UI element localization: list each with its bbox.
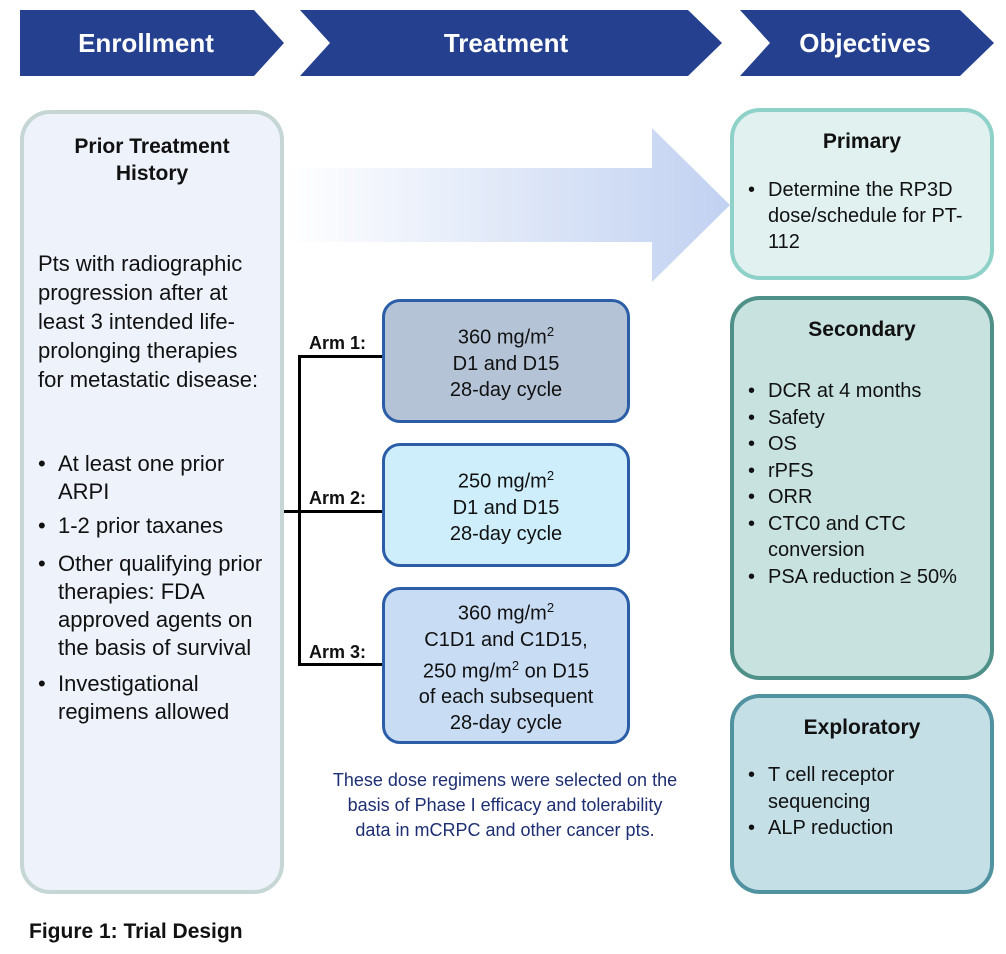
secondary-objective-item: DCR at 4 months	[748, 378, 976, 405]
enrollment-header-label: Enrollment	[78, 27, 214, 58]
primary-objective-list: Determine the RP3D dose/schedule for PT-…	[748, 177, 976, 255]
arm1-label: Arm 1:	[309, 333, 367, 353]
enrollment-criteria-list: At least one prior ARPI 1-2 prior taxane…	[38, 450, 274, 726]
secondary-title: Secondary	[808, 318, 916, 341]
arm1-schedule: D1 and D15	[452, 352, 560, 375]
secondary-objective-panel: Secondary DCR at 4 months Safety OS rPFS…	[730, 296, 994, 680]
arm2-schedule: D1 and D15	[452, 496, 560, 519]
enrollment-criterion: 1-2 prior taxanes	[38, 512, 274, 540]
arm3-dose: 360 mg/m2	[457, 599, 555, 625]
exploratory-objective-list: T cell receptor sequencing ALP reduction	[748, 762, 976, 842]
arm3-cycle: 28-day cycle	[449, 712, 563, 735]
enrollment-title-line1: Prior Treatment	[74, 135, 230, 158]
objectives-header-label: Objectives	[799, 27, 931, 58]
primary-title: Primary	[822, 130, 902, 153]
arm2-label: Arm 2:	[309, 488, 367, 508]
objectives-header: Objectives	[740, 10, 994, 76]
arm1-box: 360 mg/m2 D1 and D15 28-day cycle	[382, 299, 630, 423]
secondary-objective-item: rPFS	[748, 458, 976, 485]
enrollment-title-line2: History	[115, 162, 189, 185]
exploratory-objective-item: T cell receptor sequencing	[748, 762, 976, 815]
bracket-arm3	[298, 663, 382, 666]
enrollment-title: Prior Treatment History	[38, 133, 266, 187]
treatment-chevron-shape	[300, 10, 722, 76]
arm3-dose-subsequent: 250 mg/m2 on D15	[422, 657, 590, 683]
arm3-schedule: C1D1 and C1D15,	[424, 628, 588, 651]
primary-objective-item: Determine the RP3D dose/schedule for PT-…	[748, 177, 976, 255]
treatment-header: Treatment	[300, 10, 722, 76]
arm3-label: Arm 3:	[309, 642, 367, 662]
secondary-objective-item: CTC0 and CTC conversion	[748, 511, 976, 564]
arm2-dose: 250 mg/m2	[457, 468, 555, 493]
note-line: data in mCRPC and other cancer pts.	[355, 820, 655, 840]
enrollment-header: Enrollment	[20, 10, 284, 76]
dose-regimen-note: These dose regimens were selected on the…	[300, 768, 710, 843]
enrollment-description: Pts with radiographic progression after …	[38, 251, 259, 392]
enrollment-criterion: Investigational regimens allowed	[38, 670, 274, 726]
flow-arrow	[284, 128, 730, 282]
secondary-objective-item: Safety	[748, 405, 976, 432]
note-line: These dose regimens were selected on the	[332, 770, 678, 790]
enrollment-criterion: At least one prior ARPI	[38, 450, 274, 506]
enrollment-panel: Prior Treatment History Pts with radiogr…	[20, 110, 284, 894]
arm2-box: 250 mg/m2 D1 and D15 28-day cycle	[382, 443, 630, 567]
figure-caption: Figure 1: Trial Design	[29, 920, 243, 943]
treatment-header-label: Treatment	[443, 27, 569, 58]
exploratory-objective-item: ALP reduction	[748, 815, 976, 842]
secondary-objective-item: ORR	[748, 484, 976, 511]
arm1-dose: 360 mg/m2	[457, 324, 555, 349]
bracket-arm1	[298, 355, 382, 358]
arm3-box: 360 mg/m2 C1D1 and C1D15, 250 mg/m2 on D…	[382, 587, 630, 744]
bracket-stem	[284, 510, 300, 513]
enrollment-criterion: Other qualifying prior therapies: FDA ap…	[38, 550, 274, 662]
arm2-cycle: 28-day cycle	[449, 522, 563, 545]
exploratory-objective-panel: Exploratory T cell receptor sequencing A…	[730, 694, 994, 894]
primary-objective-panel: Primary Determine the RP3D dose/schedule…	[730, 108, 994, 280]
enrollment-chevron-shape	[20, 10, 284, 76]
arm1-cycle: 28-day cycle	[449, 378, 563, 401]
bracket-arm2	[298, 510, 382, 513]
exploratory-title: Exploratory	[803, 716, 921, 739]
objectives-chevron-shape	[740, 10, 994, 76]
secondary-objective-list: DCR at 4 months Safety OS rPFS ORR CTC0 …	[748, 378, 976, 590]
note-line: basis of Phase I efficacy and tolerabili…	[347, 795, 663, 815]
arm3-schedule-subsequent: of each subsequent	[418, 686, 594, 709]
secondary-objective-item: OS	[748, 431, 976, 458]
secondary-objective-item: PSA reduction ≥ 50%	[748, 564, 976, 591]
